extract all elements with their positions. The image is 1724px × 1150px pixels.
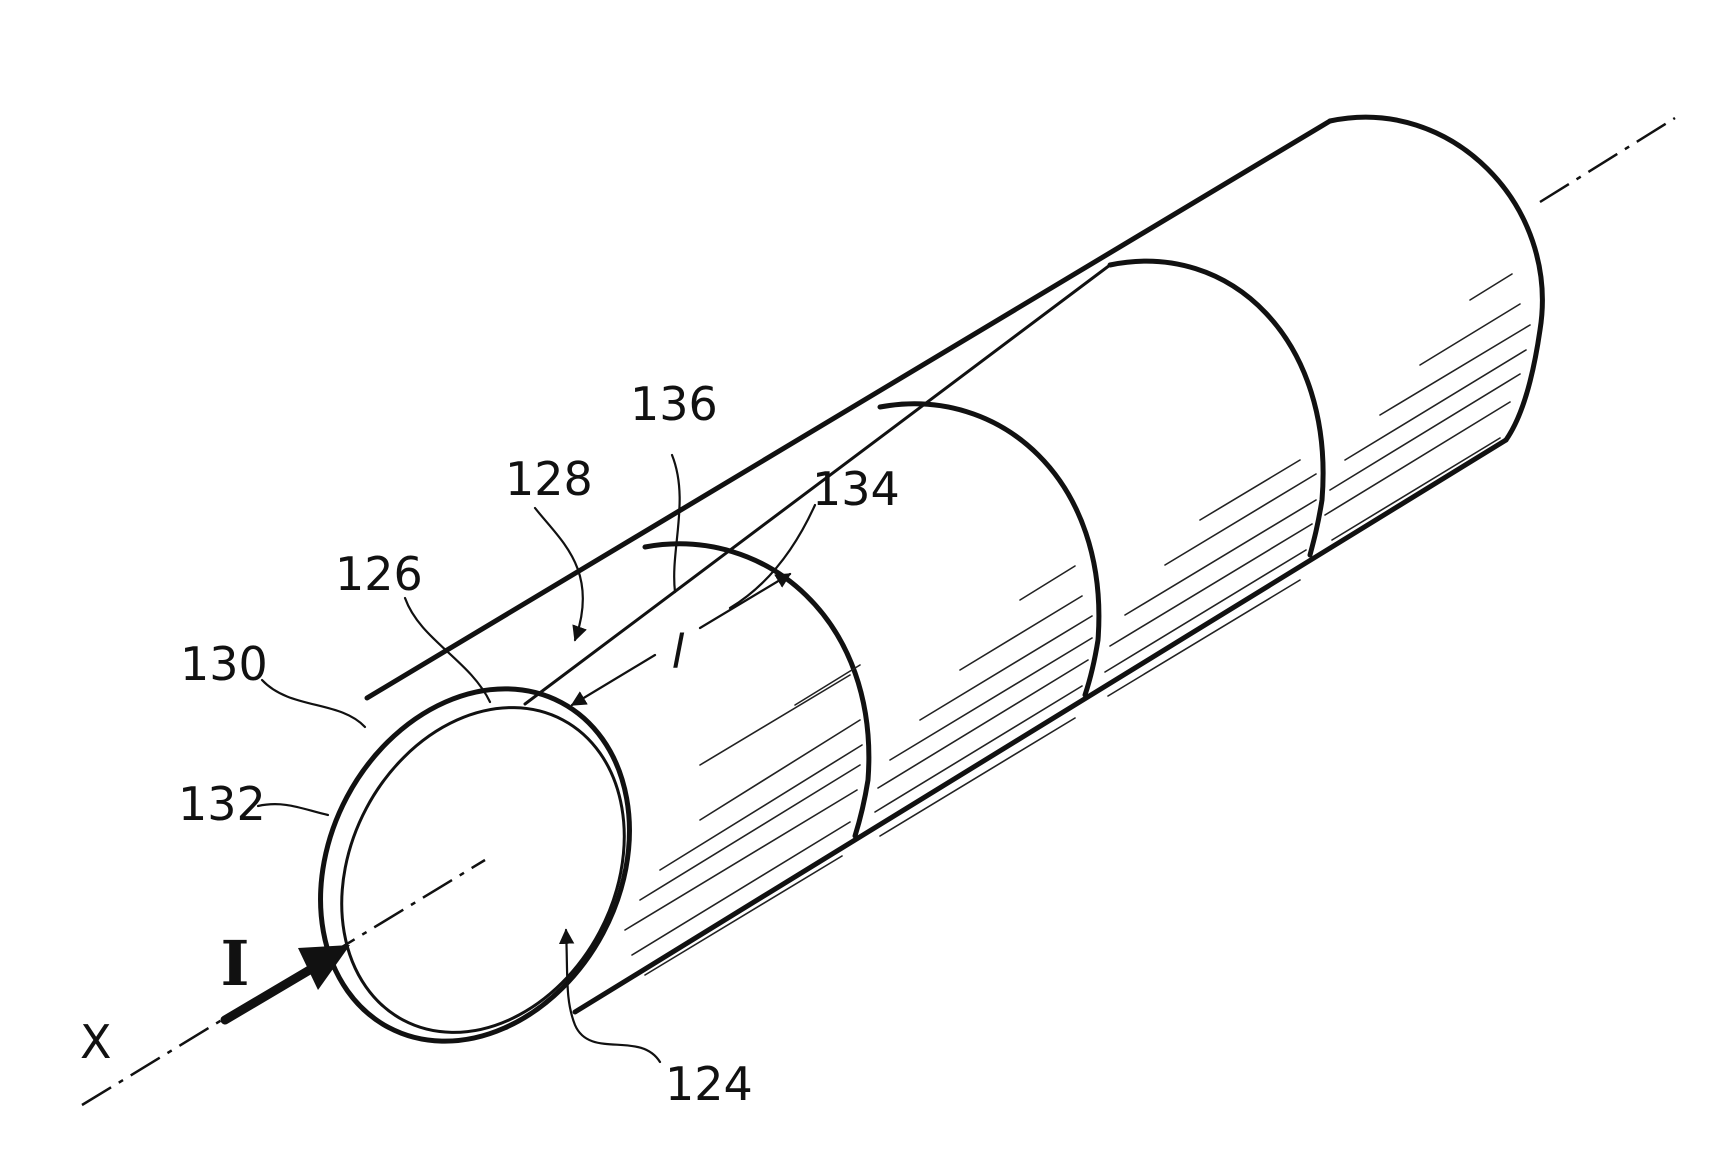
tube-body [261, 117, 1543, 1095]
length-symbol: l [672, 625, 685, 679]
axis-label: X [80, 1015, 112, 1069]
segment-seams [645, 261, 1323, 836]
label-126: 126 [335, 547, 423, 601]
label-124: 124 [665, 1057, 753, 1111]
length-dimension: l [572, 574, 790, 705]
view-direction-marker: I [220, 927, 350, 1020]
label-134: 134 [812, 462, 900, 516]
reference-labels: 136 128 134 126 130 132 124 X [80, 377, 900, 1111]
label-132: 132 [178, 777, 266, 831]
surface-shading [625, 274, 1530, 975]
view-marker-label: I [220, 927, 249, 1000]
label-128: 128 [505, 452, 593, 506]
label-130: 130 [180, 637, 268, 691]
label-136: 136 [630, 377, 718, 431]
